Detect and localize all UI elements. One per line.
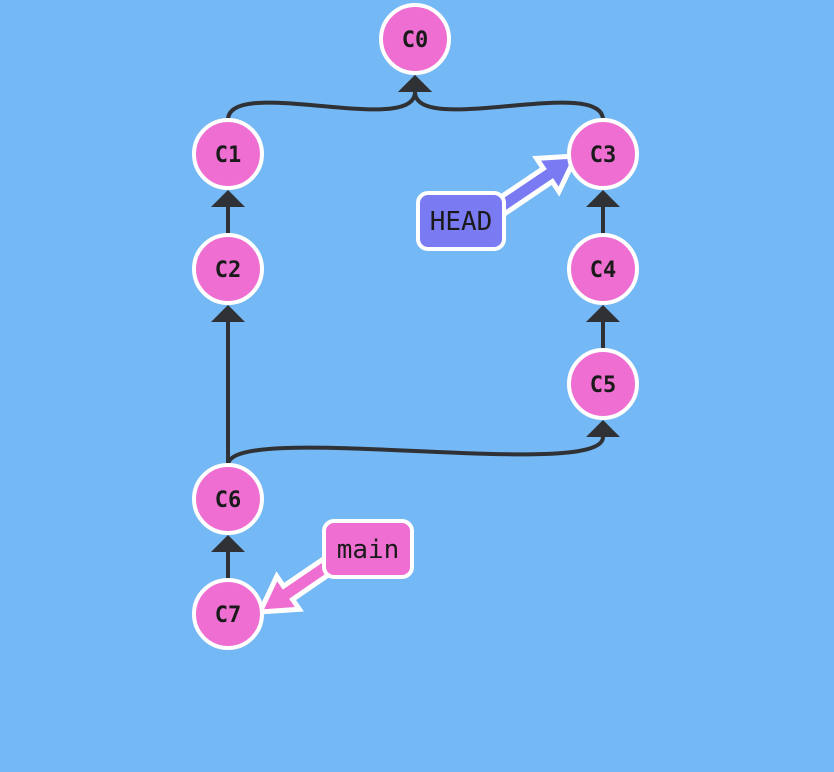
commit-node[interactable] (567, 348, 639, 420)
ref-label: main (337, 535, 400, 565)
edge-c3-c0 (398, 75, 605, 122)
edges-layer (211, 75, 620, 582)
arrowhead-icon (211, 305, 245, 322)
commit-label: C1 (215, 143, 242, 168)
ref-head[interactable]: HEAD (416, 153, 581, 251)
commit-c5[interactable]: C5 (567, 348, 639, 420)
commit-c3[interactable]: C3 (567, 118, 639, 190)
commit-label: C5 (590, 373, 617, 398)
commit-label: C0 (402, 28, 429, 53)
commit-node[interactable] (192, 233, 264, 305)
edge-line (413, 90, 605, 122)
commit-c4[interactable]: C4 (567, 233, 639, 305)
commit-c2[interactable]: C2 (192, 233, 264, 305)
ref-badge[interactable] (416, 191, 506, 251)
arrowhead-icon (211, 190, 245, 207)
commit-node[interactable] (567, 118, 639, 190)
ref-label: HEAD (430, 207, 493, 237)
commit-c7[interactable]: C7 (192, 578, 264, 650)
commit-c6[interactable]: C6 (192, 463, 264, 535)
ref-badge[interactable] (322, 519, 414, 579)
commit-node[interactable] (379, 3, 451, 75)
commit-label: C7 (215, 603, 242, 628)
commit-label: C3 (590, 143, 617, 168)
edge-c2-c1 (211, 190, 245, 237)
commit-c0[interactable]: C0 (379, 3, 451, 75)
commit-label: C4 (590, 258, 617, 283)
edge-c6-c2 (211, 305, 245, 467)
edge-c5-c4 (586, 305, 620, 352)
edge-line (226, 435, 605, 467)
commit-node[interactable] (567, 233, 639, 305)
commit-label: C2 (215, 258, 242, 283)
commit-node[interactable] (192, 118, 264, 190)
commit-label: C6 (215, 488, 242, 513)
edge-c7-c6 (211, 535, 245, 582)
arrowhead-icon (398, 75, 432, 92)
arrowhead-icon (586, 190, 620, 207)
edge-line (226, 90, 417, 122)
commit-node[interactable] (192, 463, 264, 535)
edge-c4-c3 (586, 190, 620, 237)
edge-c1-c0 (226, 75, 432, 122)
commit-node[interactable] (192, 578, 264, 650)
arrowhead-icon (211, 535, 245, 552)
arrowhead-icon (586, 420, 620, 437)
refs-layer: HEAD main (255, 153, 581, 615)
ref-main[interactable]: main (255, 519, 414, 615)
arrowhead-icon (586, 305, 620, 322)
commit-c1[interactable]: C1 (192, 118, 264, 190)
edge-c6-c5 (226, 420, 620, 467)
